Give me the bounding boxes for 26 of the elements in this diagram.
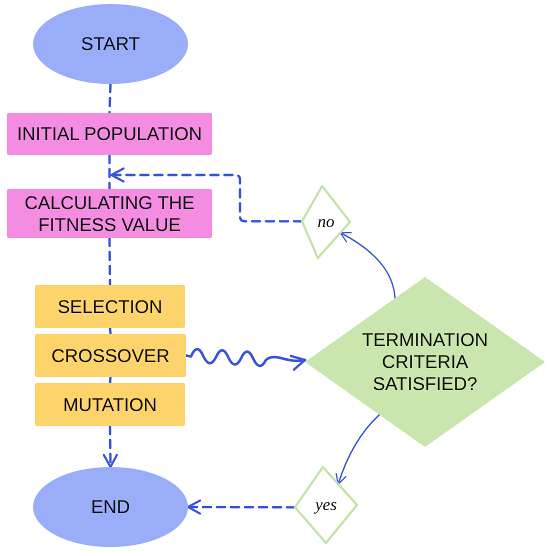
dashed-connector-line xyxy=(108,154,111,190)
process-label: INITIAL POPULATION xyxy=(16,123,202,145)
process-box xyxy=(7,189,212,238)
dashed-connector-line xyxy=(108,376,112,384)
process-box xyxy=(7,113,212,155)
handwritten-answer: yes xyxy=(315,496,337,514)
dashed-arrow xyxy=(102,424,118,468)
decision-text: TERMINATION CRITERIA SATISFIED? xyxy=(360,329,490,395)
process-box xyxy=(35,383,185,426)
dashed-connector-line xyxy=(108,236,112,286)
curved-arrow xyxy=(340,232,396,299)
dashed-arrow xyxy=(110,167,304,222)
terminal-label: END xyxy=(90,496,130,518)
terminal-label: START xyxy=(81,33,140,55)
process-label: CALCULATING THE FITNESS VALUE xyxy=(24,192,196,236)
dashed-arrow xyxy=(186,499,296,515)
process-label: CROSSOVER xyxy=(51,344,170,366)
curved-arrow xyxy=(336,414,380,485)
dashed-connector-line xyxy=(108,326,112,336)
process-box xyxy=(35,285,185,328)
process-box xyxy=(35,334,186,377)
process-label: SELECTION xyxy=(58,296,162,318)
handwritten-answer: no xyxy=(318,213,334,231)
wavy-arrow xyxy=(184,348,306,370)
dashed-connector-line xyxy=(108,82,112,114)
process-label: MUTATION xyxy=(63,394,157,416)
